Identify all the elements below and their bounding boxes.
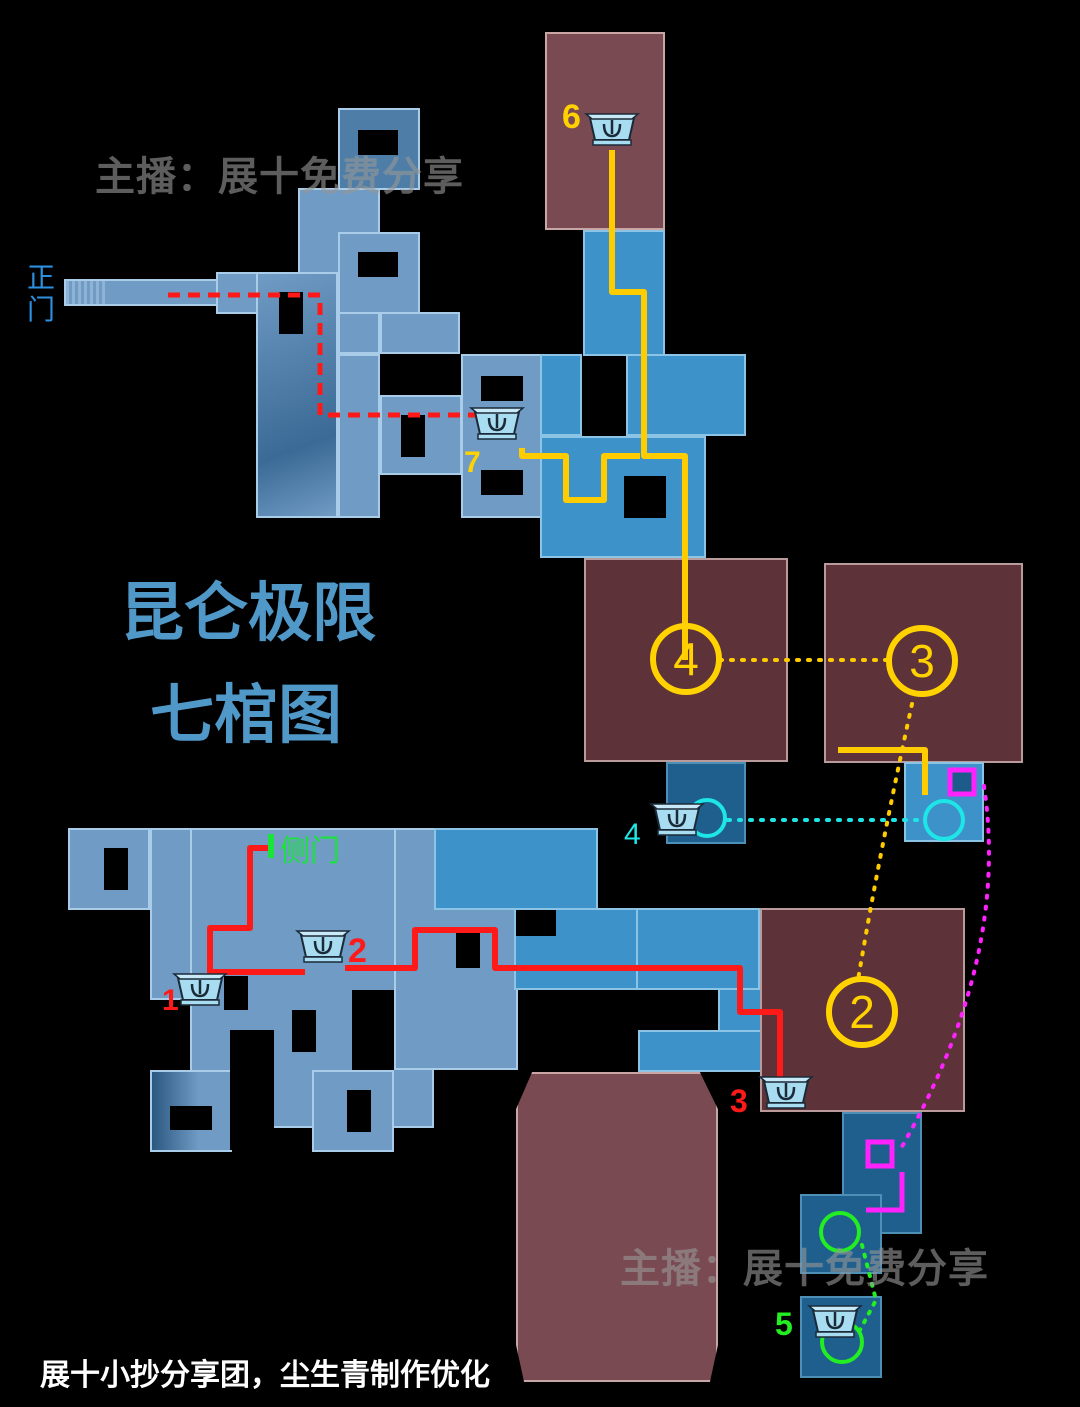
watermark-bottom: 主播：展十免费分享 [620, 1246, 989, 1292]
switch-4-marker: 4 [650, 623, 722, 695]
large-hall [516, 1072, 718, 1382]
watermark-top: 主播：展十免费分享 [95, 154, 464, 200]
room [540, 354, 582, 436]
map-title-line1: 昆仑极限 [120, 577, 376, 651]
svg-text:4: 4 [673, 633, 699, 685]
switch-3-hall [824, 563, 1023, 763]
main-gate-label: 正门 [26, 261, 55, 326]
room [380, 312, 460, 354]
coffin-number-3: 3 [730, 1083, 748, 1119]
red-dashed-route [168, 292, 480, 418]
coffin-icon [584, 112, 640, 147]
room [68, 828, 150, 910]
yellow-dotted-3-2 [856, 702, 914, 982]
switch-3-marker: 3 [886, 625, 958, 697]
magenta-square-marker [865, 1139, 895, 1169]
svg-text:3: 3 [909, 635, 935, 687]
map-title-line2: 七棺图 [150, 679, 342, 753]
red-route [207, 845, 783, 1078]
coffin-number-7: 7 [464, 446, 481, 479]
room [434, 828, 598, 910]
coffin-icon [295, 929, 351, 964]
coffin-number-6: 6 [562, 98, 581, 136]
coffin-number-1: 1 [162, 984, 179, 1017]
green-dotted [858, 1243, 879, 1332]
magenta-l-marker [866, 1172, 905, 1213]
yellow-route [609, 150, 688, 660]
room [800, 1194, 882, 1274]
coffin-number-2: 2 [348, 932, 367, 970]
magenta-square-marker [947, 767, 977, 797]
coffin-icon [469, 406, 525, 441]
yellow-route-7 [519, 448, 640, 503]
coffin-icon [172, 972, 228, 1007]
coffin-number-5: 5 [775, 1306, 793, 1342]
entrance-corridor [64, 279, 220, 306]
yellow-route-switch [838, 747, 928, 795]
coffin-icon [758, 1075, 814, 1110]
room [338, 312, 380, 354]
side-gate-label: 侧门 [280, 834, 340, 869]
cyan-circle-marker [923, 799, 965, 841]
magenta-dotted [898, 784, 991, 1152]
coffin-icon [807, 1304, 863, 1339]
side-gate-marker [268, 834, 274, 858]
room [338, 354, 380, 518]
svg-text:2: 2 [849, 986, 875, 1038]
coffin-icon [649, 802, 705, 837]
switch-2-marker: 2 [826, 976, 898, 1048]
green-circle-marker [819, 1211, 861, 1253]
credit-footer: 展十小抄分享团，尘生青制作优化 [40, 1358, 490, 1393]
coffin-number-4: 4 [624, 818, 641, 851]
